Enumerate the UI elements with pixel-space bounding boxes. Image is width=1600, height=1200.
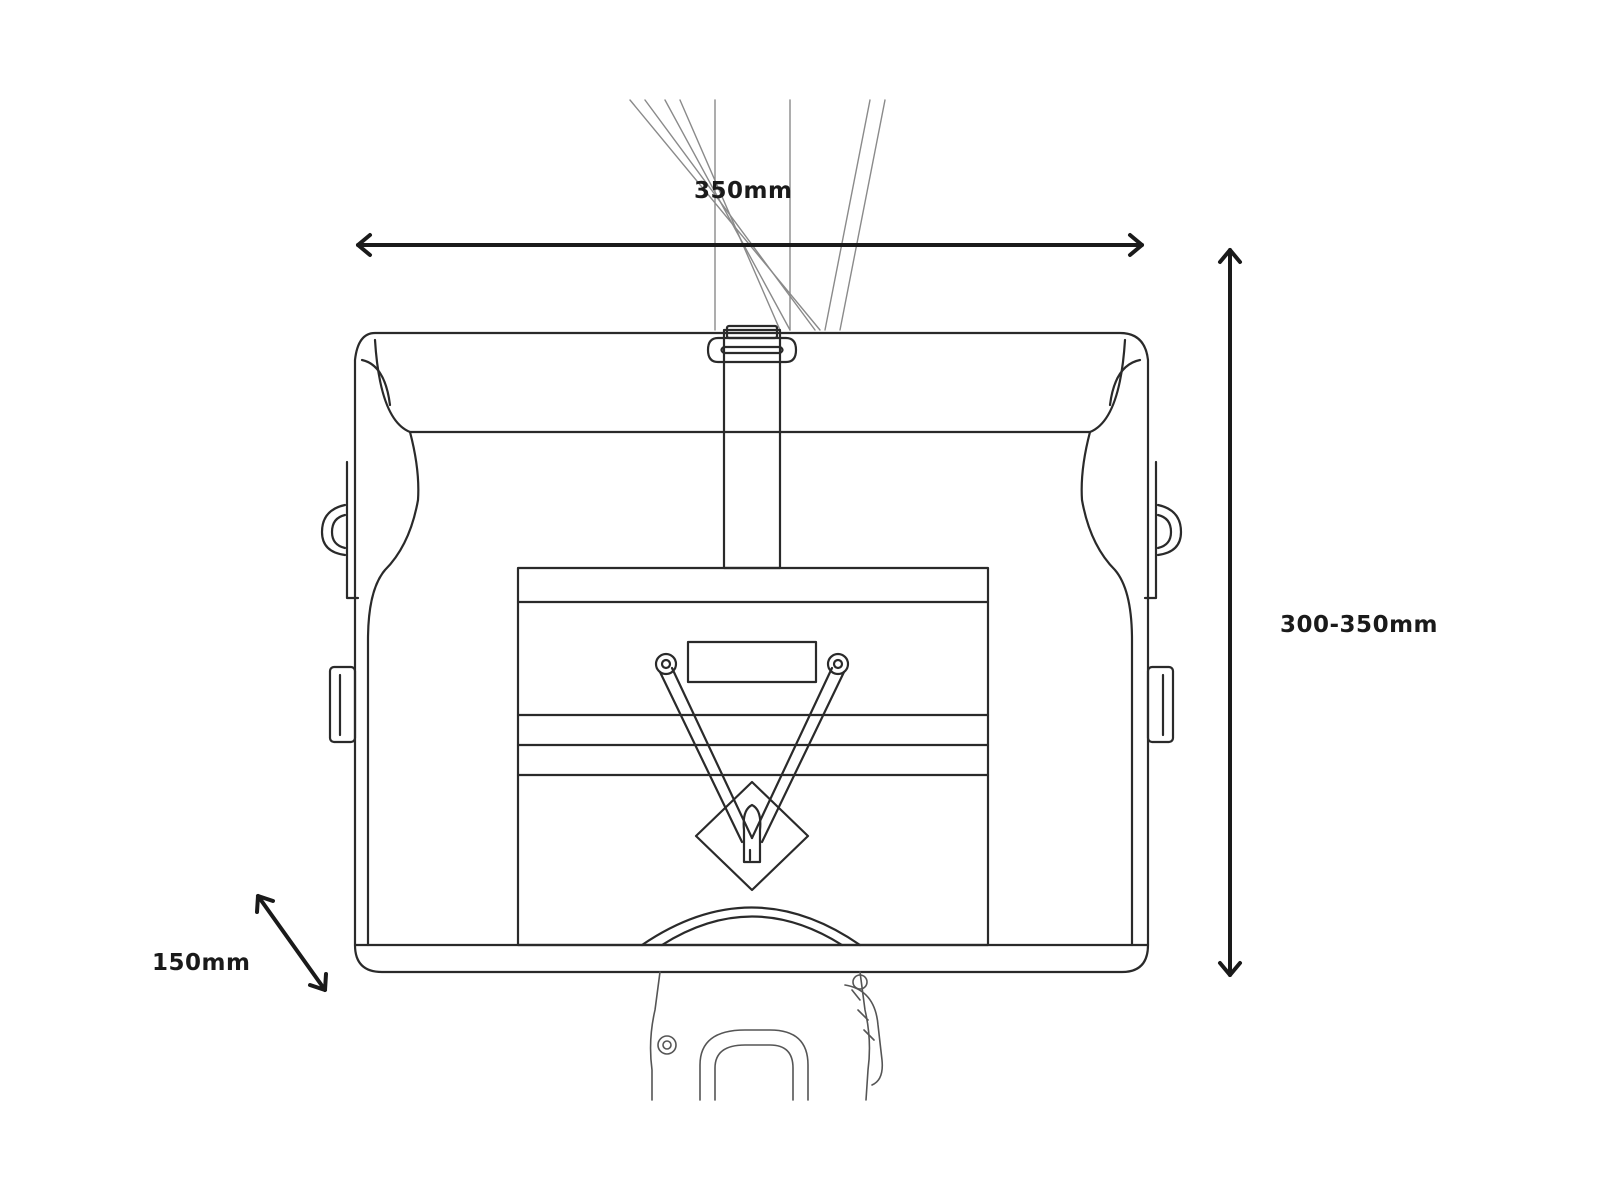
bike-cables bbox=[629, 99, 886, 331]
front-pocket bbox=[516, 566, 990, 947]
bag-body bbox=[353, 331, 1150, 974]
center-strap bbox=[706, 324, 798, 570]
left-side-hardware bbox=[320, 460, 360, 744]
depth-dimension-arrow bbox=[255, 894, 328, 992]
bike-stem bbox=[649, 971, 884, 1101]
right-side-hardware bbox=[1143, 460, 1183, 744]
depth-dimension-label: 150mm bbox=[152, 950, 251, 976]
bungee-cord bbox=[654, 652, 850, 892]
height-dimension-arrow bbox=[1218, 248, 1242, 977]
front-wheel-arc bbox=[640, 906, 862, 947]
width-dimension-arrow bbox=[356, 233, 1144, 257]
height-dimension-label: 300-350mm bbox=[1280, 612, 1438, 638]
width-dimension-label: 350mm bbox=[694, 178, 793, 204]
